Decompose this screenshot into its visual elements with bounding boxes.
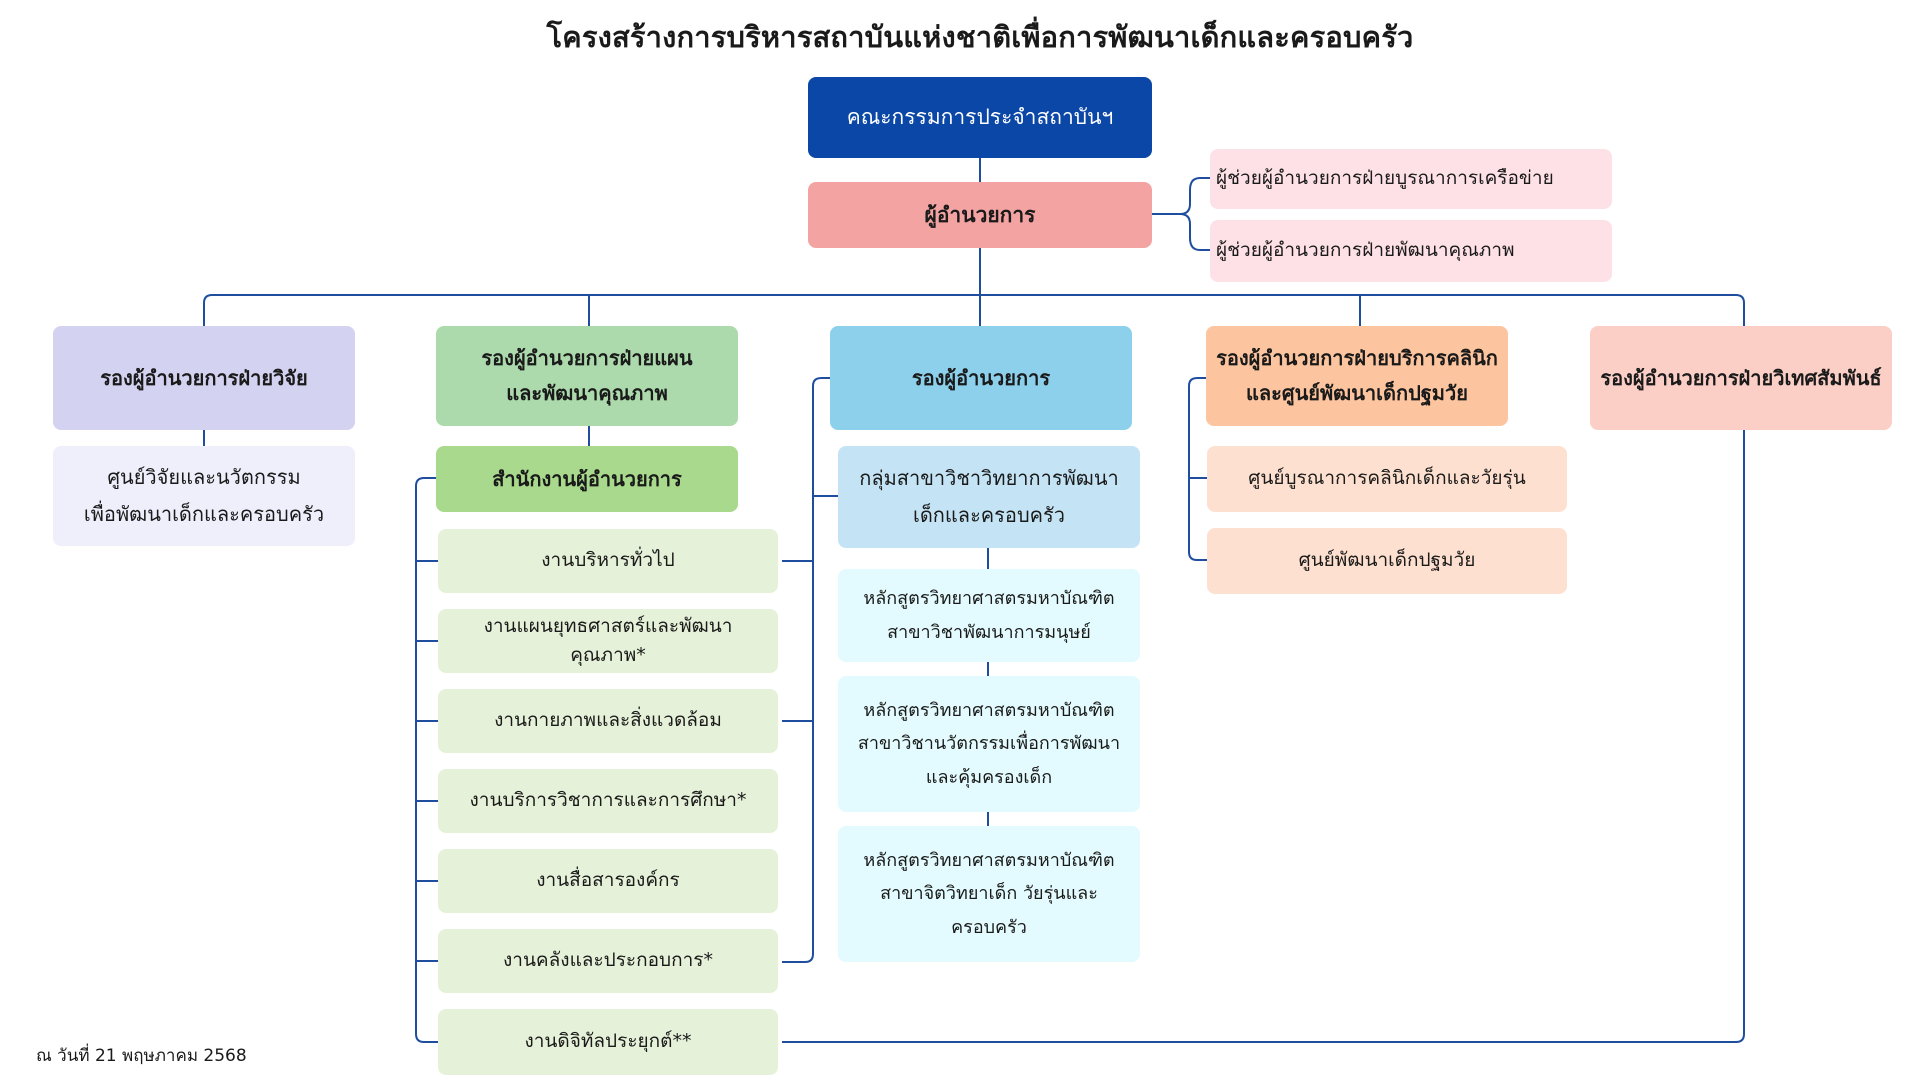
- planning-unit-box: งานสื่อสารองค์กร: [438, 849, 778, 913]
- planning-unit-label: งานดิจิทัลประยุกต์**: [524, 1030, 692, 1053]
- planning-unit-box: งานดิจิทัลประยุกต์**: [438, 1009, 778, 1075]
- deputy-program-box: หลักสูตรวิทยาศาสตรมหาบัณฑิต สาขาจิตวิทยา…: [838, 826, 1140, 962]
- planning-unit-label: งานคลังและประกอบการ*: [503, 949, 713, 972]
- planning-head-box: รองผู้อำนวยการฝ่ายแผน และพัฒนาคุณภาพ: [436, 326, 738, 426]
- connector-director-assistants: [1152, 177, 1210, 251]
- assistant-box-network: ผู้ช่วยผู้อำนวยการฝ่ายบูรณาการเครือข่าย: [1210, 149, 1612, 209]
- assistant-label: ผู้ช่วยผู้อำนวยการฝ่ายพัฒนาคุณภาพ: [1216, 239, 1515, 262]
- deputy-group-label: กลุ่มสาขาวิชาวิทยาการพัฒนา เด็กและครอบคร…: [859, 466, 1119, 527]
- foreign-head-label: รองผู้อำนวยการฝ่ายวิเทศสัมพันธ์: [1600, 365, 1882, 390]
- planning-office-box: สำนักงานผู้อำนวยการ: [436, 446, 738, 512]
- deputy-program-box: หลักสูตรวิทยาศาสตรมหาบัณฑิต สาขาวิชานวัต…: [838, 676, 1140, 812]
- clinic-unit-box: ศูนย์บูรณาการคลินิกเด็กและวัยรุ่น: [1207, 446, 1567, 512]
- clinic-unit-box: ศูนย์พัฒนาเด็กปฐมวัย: [1207, 528, 1567, 594]
- planning-head-label: รองผู้อำนวยการฝ่ายแผน และพัฒนาคุณภาพ: [481, 346, 693, 405]
- deputy-program-label: หลักสูตรวิทยาศาสตรมหาบัณฑิต สาขาวิชาพัฒน…: [863, 588, 1115, 643]
- assistant-box-quality: ผู้ช่วยผู้อำนวยการฝ่ายพัฒนาคุณภาพ: [1210, 220, 1612, 282]
- clinic-unit-label: ศูนย์บูรณาการคลินิกเด็กและวัยรุ่น: [1248, 467, 1526, 490]
- deputy-group-box: กลุ่มสาขาวิชาวิทยาการพัฒนา เด็กและครอบคร…: [838, 446, 1140, 548]
- planning-unit-label: งานสื่อสารองค์กร: [536, 869, 680, 892]
- deputy-head-box: รองผู้อำนวยการ: [830, 326, 1132, 430]
- research-unit-label: ศูนย์วิจัยและนวัตกรรม เพื่อพัฒนาเด็กและค…: [83, 465, 325, 526]
- clinic-head-label: รองผู้อำนวยการฝ่ายบริการคลินิก และศูนย์พ…: [1216, 346, 1498, 405]
- planning-unit-label: งานบริหารทั่วไป: [541, 549, 675, 572]
- planning-office-label: สำนักงานผู้อำนวยการ: [492, 466, 682, 491]
- deputy-program-box: หลักสูตรวิทยาศาสตรมหาบัณฑิต สาขาวิชาพัฒน…: [838, 569, 1140, 662]
- planning-unit-box: งานบริการวิชาการและการศึกษา*: [438, 769, 778, 833]
- connector-planning-bracket: [415, 477, 438, 1043]
- research-head-label: รองผู้อำนวยการฝ่ายวิจัย: [100, 365, 308, 390]
- deputy-program-label: หลักสูตรวิทยาศาสตรมหาบัณฑิต สาขาจิตวิทยา…: [863, 850, 1115, 938]
- connector-clinic-bracket: [1188, 377, 1207, 561]
- planning-unit-box: งานแผนยุทธศาสตร์และพัฒนาคุณภาพ*: [438, 609, 778, 673]
- assistant-label: ผู้ช่วยผู้อำนวยการฝ่ายบูรณาการเครือข่าย: [1216, 167, 1554, 190]
- deputy-head-label: รองผู้อำนวยการ: [911, 365, 1051, 390]
- planning-unit-label: งานแผนยุทธศาสตร์และพัฒนาคุณภาพ*: [483, 614, 733, 666]
- planning-unit-label: งานบริการวิชาการและการศึกษา*: [469, 789, 747, 812]
- director-box: ผู้อำนวยการ: [808, 182, 1152, 248]
- page-title: โครงสร้างการบริหารสถาบันแห่งชาติเพื่อการ…: [546, 20, 1414, 54]
- director-label: ผู้อำนวยการ: [924, 202, 1036, 227]
- committee-box: คณะกรรมการประจำสถาบันฯ: [808, 77, 1152, 158]
- foreign-head-box: รองผู้อำนวยการฝ่ายวิเทศสัมพันธ์: [1590, 326, 1892, 430]
- planning-unit-box: งานกายภาพและสิ่งแวดล้อม: [438, 689, 778, 753]
- clinic-head-box: รองผู้อำนวยการฝ่ายบริการคลินิก และศูนย์พ…: [1206, 326, 1508, 426]
- planning-unit-box: งานบริหารทั่วไป: [438, 529, 778, 593]
- research-unit-box: ศูนย์วิจัยและนวัตกรรม เพื่อพัฒนาเด็กและค…: [53, 446, 355, 546]
- connector-bus: [203, 294, 1745, 1043]
- clinic-unit-label: ศูนย์พัฒนาเด็กปฐมวัย: [1298, 549, 1476, 572]
- research-head-box: รองผู้อำนวยการฝ่ายวิจัย: [53, 326, 355, 430]
- deputy-program-label: หลักสูตรวิทยาศาสตรมหาบัณฑิต สาขาวิชานวัต…: [857, 700, 1121, 788]
- planning-unit-box: งานคลังและประกอบการ*: [438, 929, 778, 993]
- committee-label: คณะกรรมการประจำสถาบันฯ: [846, 105, 1114, 130]
- connector-deputy-bracket: [782, 377, 830, 963]
- planning-unit-label: งานกายภาพและสิ่งแวดล้อม: [494, 709, 722, 732]
- date-note: ณ วันที่ 21 พฤษภาคม 2568: [36, 1046, 247, 1066]
